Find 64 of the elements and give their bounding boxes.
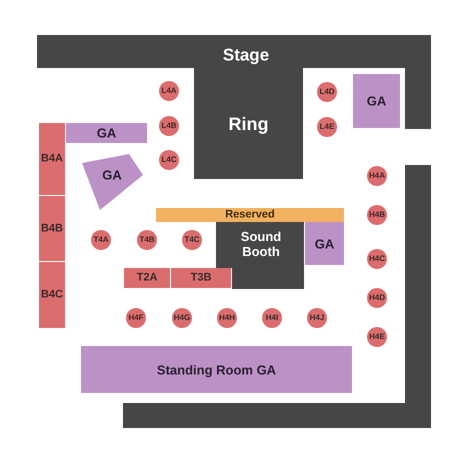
table-circle: [159, 81, 179, 101]
section-label: L4A: [161, 87, 177, 95]
table-circle: [217, 308, 237, 328]
section-label: H4H: [219, 314, 235, 322]
table-circle: [367, 327, 387, 347]
ga-section: [66, 123, 147, 143]
table-circle: [367, 288, 387, 308]
section-label: GA: [366, 94, 386, 108]
section-label: H4D: [369, 294, 385, 302]
section-label: B4A: [41, 154, 63, 164]
ga-section: [305, 222, 344, 265]
section-label: Standing Room GA: [156, 363, 276, 376]
section-label: GA: [102, 168, 122, 182]
ga-section: [82, 154, 144, 211]
table-circle: [262, 308, 282, 328]
section-label: T4B: [139, 236, 155, 244]
section-label: GA: [96, 126, 116, 140]
section-label: B4C: [41, 290, 63, 300]
table-circle: [367, 249, 387, 269]
section-label: T4A: [93, 236, 109, 244]
section-label: Reserved: [225, 210, 275, 220]
sound-booth-block: [216, 222, 304, 289]
table-circle: [367, 205, 387, 225]
seating-section: [39, 123, 65, 195]
section-label: Ring: [228, 114, 268, 132]
section-label: H4C: [369, 255, 385, 263]
section-label: T3B: [190, 272, 212, 284]
ga-section: [353, 74, 400, 128]
reserved-section: [156, 208, 344, 222]
table-circle: [182, 230, 202, 250]
section-label: H4A: [369, 172, 385, 180]
seating-section: [39, 262, 65, 328]
section-label: H4G: [174, 314, 190, 322]
section-label: Stage: [222, 46, 270, 64]
table-circle: [307, 308, 327, 328]
seating-section: [124, 268, 170, 288]
ring-block: [194, 68, 303, 179]
section-label: L4B: [161, 122, 177, 130]
wall-block: [123, 165, 431, 428]
section-label: L4E: [320, 123, 334, 131]
section-label: Sound Booth: [240, 230, 282, 260]
table-circle: [91, 230, 111, 250]
section-label: B4B: [41, 223, 63, 234]
table-circle: [367, 166, 387, 186]
section-label: H4J: [310, 314, 324, 322]
section-label: H4F: [128, 314, 144, 322]
section-label: T4C: [184, 236, 200, 244]
table-circle: [137, 230, 157, 250]
seating-section: [39, 196, 65, 261]
section-label: H4I: [266, 314, 278, 322]
table-circle: [317, 82, 337, 102]
table-circle: [159, 150, 179, 170]
table-circle: [317, 117, 337, 137]
standing-room-section: [81, 346, 352, 393]
section-label: L4C: [161, 156, 177, 164]
section-label: L4D: [319, 88, 335, 96]
section-label: T2A: [136, 272, 158, 284]
table-circle: [126, 308, 146, 328]
seating-section: [171, 268, 231, 288]
section-label: H4E: [369, 333, 385, 341]
section-label: H4B: [369, 211, 385, 219]
table-circle: [159, 116, 179, 136]
section-label: GA: [314, 237, 334, 250]
table-circle: [172, 308, 192, 328]
